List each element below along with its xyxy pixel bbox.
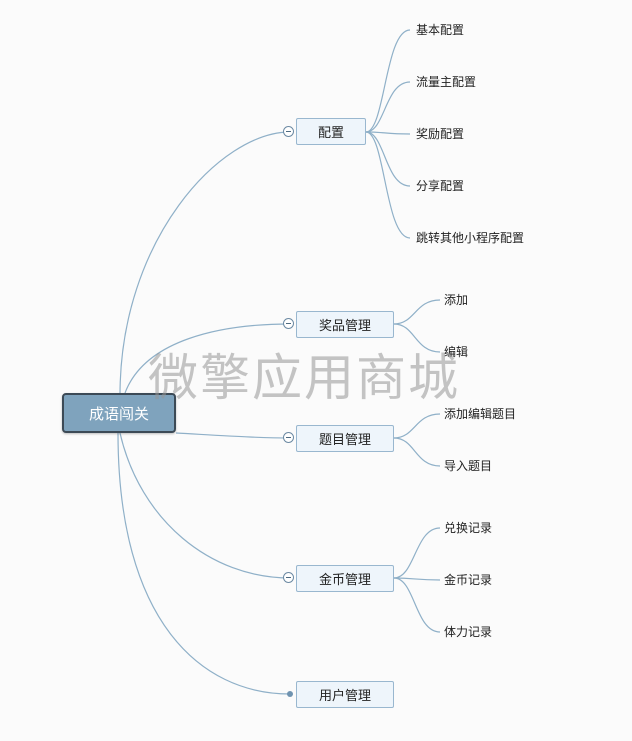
leaf-node[interactable]: 跳转其他小程序配置: [416, 231, 525, 245]
connector-config-5: [365, 131, 411, 239]
connector-root-user: [117, 432, 291, 695]
root-node[interactable]: 成语闯关: [62, 393, 176, 433]
connector-config-2: [365, 81, 411, 133]
branch-node-question[interactable]: 题目管理: [296, 425, 394, 452]
leaf-node[interactable]: 兑换记录: [444, 521, 493, 535]
connector-root-config: [119, 131, 291, 396]
branch-node-prize[interactable]: 奖品管理: [296, 311, 394, 338]
leaf-node[interactable]: 基本配置: [416, 23, 465, 37]
collapse-toggle-icon[interactable]: [283, 318, 294, 329]
connector-question-2: [393, 437, 441, 467]
leaf-node[interactable]: 添加: [444, 293, 469, 307]
leaf-node[interactable]: 分享配置: [416, 179, 465, 193]
branch-node-coin[interactable]: 金币管理: [296, 565, 394, 592]
connector-config-3: [365, 131, 411, 135]
leaf-node[interactable]: 体力记录: [444, 625, 493, 639]
connector-root-prize: [124, 323, 291, 394]
collapse-toggle-icon[interactable]: [283, 126, 294, 137]
connector-question-1: [393, 413, 441, 439]
leaf-node[interactable]: 添加编辑题目: [444, 407, 517, 421]
connector-prize-2: [393, 323, 441, 353]
collapse-toggle-icon[interactable]: [283, 432, 294, 443]
collapse-toggle-icon[interactable]: [283, 572, 294, 583]
connector-config-4: [365, 131, 411, 187]
connector-coin-1: [393, 527, 441, 579]
leaf-node[interactable]: 金币记录: [444, 573, 493, 587]
connector-coin-3: [393, 577, 441, 633]
connector-root-coin: [119, 432, 291, 579]
connector-dot-icon: [287, 691, 293, 697]
leaf-node[interactable]: 流量主配置: [416, 75, 477, 89]
branch-node-config[interactable]: 配置: [296, 118, 366, 145]
watermark: 微擎应用商城: [148, 349, 460, 407]
leaf-node[interactable]: 奖励配置: [416, 127, 465, 141]
leaf-node[interactable]: 编辑: [444, 345, 469, 359]
connector-coin-2: [393, 577, 441, 581]
leaf-node[interactable]: 导入题目: [444, 459, 493, 473]
connector-config-1: [365, 29, 411, 133]
connector-root-question: [175, 432, 291, 439]
connector-prize-1: [393, 299, 441, 325]
branch-node-user[interactable]: 用户管理: [296, 681, 394, 708]
